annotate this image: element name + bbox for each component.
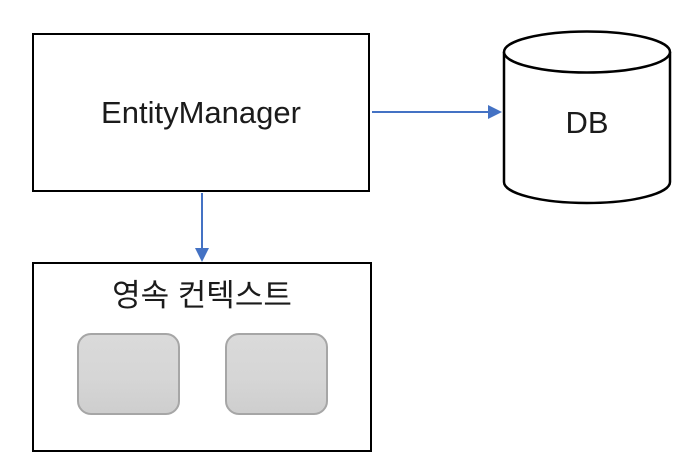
entity-placeholder — [77, 333, 180, 415]
entitymanager-label: EntityManager — [101, 94, 301, 130]
db-label: DB — [565, 105, 609, 140]
database-cylinder-icon — [502, 30, 672, 205]
persistence-context-node: 영속 컨텍스트 — [32, 262, 372, 452]
arrow-entitymanager-to-db — [372, 105, 502, 119]
entity-placeholder — [225, 333, 328, 415]
persistence-context-label: 영속 컨텍스트 — [112, 278, 292, 313]
entitymanager-node: EntityManager — [32, 33, 370, 192]
arrow-entitymanager-to-context — [195, 193, 209, 262]
db-node: DB — [502, 30, 672, 205]
